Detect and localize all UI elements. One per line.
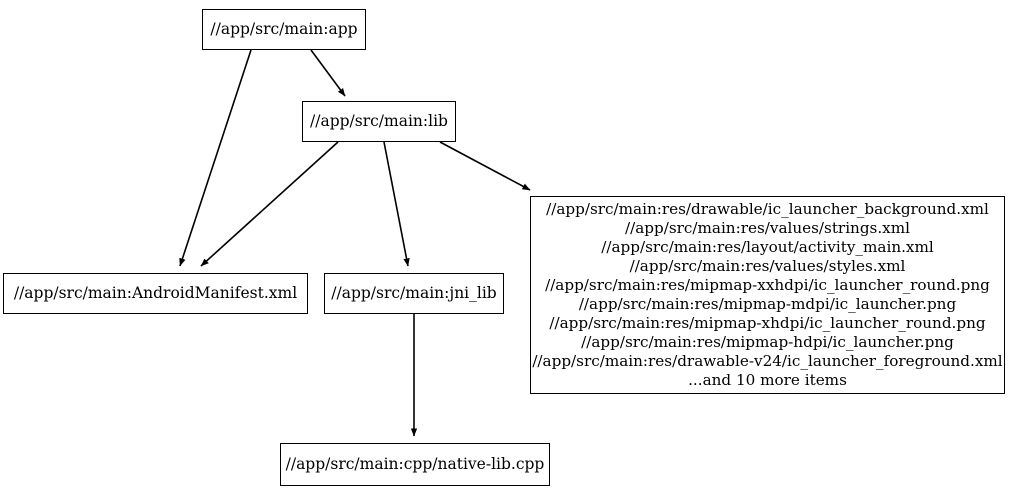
graph-node-res-group-line-2: //app/src/main:res/layout/activity_main.… bbox=[601, 238, 934, 257]
graph-node-res-group-line-5: //app/src/main:res/mipmap-mdpi/ic_launch… bbox=[578, 295, 957, 313]
graph-node-lib[interactable]: //app/src/main:lib bbox=[302, 101, 456, 142]
graph-node-app-label: //app/src/main:app bbox=[210, 19, 358, 38]
graph-node-res-group-line-1: //app/src/main:res/values/strings.xml bbox=[624, 219, 911, 238]
edge-lib-to-jni-lib bbox=[383, 141, 410, 267]
graph-node-res-group[interactable]: //app/src/main:res/drawable/ic_launcher_… bbox=[530, 196, 1005, 394]
graph-node-res-group-line-6: //app/src/main:res/mipmap-xhdpi/ic_launc… bbox=[549, 313, 986, 332]
graph-node-native-lib-cpp-label: //app/src/main:cpp/native-lib.cpp bbox=[285, 454, 545, 473]
graph-node-res-group-line-7: //app/src/main:res/mipmap-hdpi/ic_launch… bbox=[581, 332, 954, 351]
graph-node-res-group-lines: //app/src/main:res/drawable/ic_launcher_… bbox=[531, 200, 1004, 389]
edge-lib-to-res-group bbox=[439, 141, 531, 191]
graph-node-res-group-line-4: //app/src/main:res/mipmap-xxhdpi/ic_laun… bbox=[545, 276, 990, 295]
graph-node-android-manifest[interactable]: //app/src/main:AndroidManifest.xml bbox=[3, 273, 308, 314]
edge-app-to-manifest bbox=[179, 49, 252, 267]
graph-node-lib-label: //app/src/main:lib bbox=[310, 111, 448, 130]
graph-node-native-lib-cpp[interactable]: //app/src/main:cpp/native-lib.cpp bbox=[280, 443, 550, 486]
graph-node-res-group-line-0: //app/src/main:res/drawable/ic_launcher_… bbox=[546, 200, 989, 219]
graph-node-jni-lib[interactable]: //app/src/main:jni_lib bbox=[324, 273, 504, 314]
graph-node-res-group-line-3: //app/src/main:res/values/styles.xml bbox=[629, 257, 906, 276]
graph-node-res-group-line-8: //app/src/main:res/drawable-v24/ic_launc… bbox=[532, 351, 1003, 370]
graph-node-res-group-line-9: ...and 10 more items bbox=[688, 370, 847, 389]
edge-app-to-lib bbox=[310, 49, 346, 97]
edge-lib-to-manifest bbox=[200, 141, 339, 267]
graph-node-app[interactable]: //app/src/main:app bbox=[202, 9, 366, 50]
graph-node-jni-lib-label: //app/src/main:jni_lib bbox=[331, 283, 497, 302]
graph-node-android-manifest-label: //app/src/main:AndroidManifest.xml bbox=[13, 283, 298, 302]
